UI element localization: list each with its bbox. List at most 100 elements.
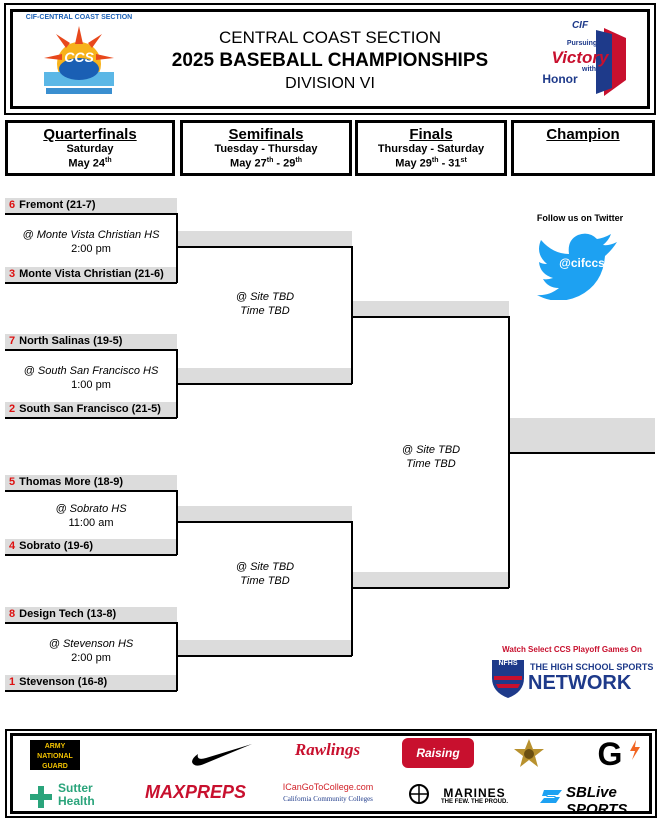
round-title: Champion [546, 126, 620, 143]
bracket-line [5, 349, 177, 351]
header-inner-frame [10, 9, 650, 109]
sheriff-badge-icon [514, 739, 544, 767]
rawlings-logo: Rawlings [294, 740, 361, 759]
bracket-line [353, 587, 509, 589]
round-days: Thursday - Saturday [377, 143, 485, 155]
gatorade-g-logo: G [597, 736, 623, 772]
semifinal-slot [178, 506, 352, 521]
round-dates: May 24th [68, 157, 112, 170]
sblive-logo: SBLive SPORTS [566, 784, 628, 818]
twitter-bird-icon[interactable] [537, 230, 622, 300]
marines-logo: MARINES [443, 786, 506, 800]
semifinal-slot [178, 640, 352, 655]
sutter-health-logo: Sutter Health [58, 781, 95, 808]
round-days: Saturday [66, 143, 114, 155]
cif-logo-pursuing: Pursuing [566, 40, 598, 47]
cif-logo-victory: Victory [551, 48, 609, 67]
round-dates: May 29th - 31st [395, 157, 467, 170]
bracket-line [5, 622, 177, 624]
round-champion: Champion [511, 120, 655, 176]
round-semifinals: Semifinals Tuesday - Thursday May 27th -… [180, 120, 352, 176]
bracket-line [351, 521, 353, 656]
icangotocollege-logo: ICanGoToCollege.com [282, 782, 374, 792]
bracket-line [353, 316, 509, 318]
bracket-line [176, 490, 178, 555]
sponsors-inner-frame [10, 733, 652, 814]
cif-victory-logo [596, 28, 626, 96]
nike-label: NIKE [178, 768, 181, 769]
bracket-line [5, 490, 177, 492]
twitter-label: Follow us on Twitter [536, 213, 624, 223]
bracket-line [5, 554, 177, 556]
header-frame [4, 3, 656, 115]
nfhs-line1: THE HIGH SCHOOL SPORTS [530, 662, 654, 672]
cif-logo-with: with [582, 66, 596, 73]
cif-logo-top: CIF [571, 20, 589, 31]
ccs-logo [44, 26, 114, 94]
round-title: Quarterfinals [43, 126, 137, 143]
champion-slot [510, 418, 655, 452]
california-community-colleges-logo: California Community Colleges [283, 795, 373, 803]
bracket-line [510, 452, 655, 454]
sponsors-frame [5, 729, 657, 818]
sutter-health-cross-icon [30, 786, 52, 808]
section-title: CENTRAL COAST SECTION [219, 28, 441, 47]
nfhs-shield-icon [492, 660, 524, 698]
bracket-line [178, 655, 352, 657]
final-slot [353, 572, 509, 587]
championship-title: 2025 BASEBALL CHAMPIONSHIPS [171, 50, 489, 71]
round-title: Finals [409, 126, 453, 143]
nike-swoosh-icon [192, 744, 252, 766]
maxpreps-logo: MAXPREPS [145, 782, 247, 802]
bracket-line [178, 521, 352, 523]
bracket-line [178, 246, 352, 248]
bracket-line [176, 622, 178, 691]
bracket-line [5, 213, 177, 215]
semifinal-slot [178, 368, 352, 383]
raising-canes-logo: Raising Cane's [402, 738, 474, 790]
bracket-line [176, 349, 178, 418]
division-title: DIVISION VI [285, 75, 375, 92]
twitter-handle[interactable]: @cifccs [559, 256, 605, 270]
marines-emblem-icon [409, 784, 429, 804]
round-title: Semifinals [228, 126, 304, 143]
round-days: Tuesday - Thursday [214, 143, 318, 155]
bracket-line [178, 383, 352, 385]
marines-tagline: THE FEW. THE PROUD. [440, 799, 508, 805]
nfhs-label: Watch Select CCS Playoff Games On [502, 645, 642, 654]
army-national-guard-logo: ARMY NATIONAL GUARD [30, 740, 80, 770]
ccs-logo-abbr: CCS [64, 49, 94, 65]
semifinal-slot [178, 231, 352, 246]
final-slot [353, 301, 509, 316]
bracket-line [5, 417, 177, 419]
cif-logo-honor: Honor [542, 72, 578, 86]
bracket-line [351, 246, 353, 384]
round-quarterfinals: Quarterfinals Saturday May 24th [5, 120, 175, 176]
round-dates: May 27th - 29th [230, 157, 302, 170]
bracket-line [5, 282, 177, 284]
bracket-line [176, 213, 178, 283]
nfhs-brand: NFHS [498, 660, 518, 667]
round-finals: Finals Thursday - Saturday May 29th - 31… [355, 120, 507, 176]
gatorade-bolt-icon [630, 740, 640, 760]
sblive-s-icon [540, 790, 562, 803]
nfhs-line2[interactable]: NETWORK [528, 672, 632, 694]
ccs-logo-text: CIF-CENTRAL COAST SECTION [25, 14, 133, 21]
bracket-line [5, 690, 177, 692]
bracket-line [508, 316, 510, 588]
